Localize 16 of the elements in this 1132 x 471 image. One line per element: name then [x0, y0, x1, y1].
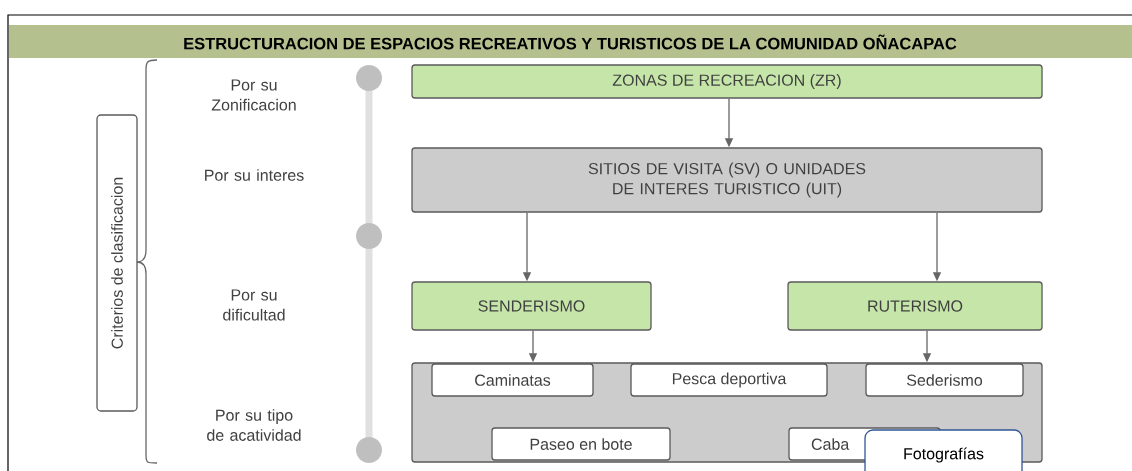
node-label: Caba — [811, 438, 850, 450]
process-box: Caminatas — [431, 363, 594, 397]
process-box: Pesca deportiva — [630, 363, 828, 397]
title-band: ESTRUCTURACION DE ESPACIOS RECREATIVOS Y TURISTICOS DE LA COMUNIDAD OÑACAPAC — [9, 25, 1132, 58]
criterion-label: Por su tipo de acatividad — [207, 409, 301, 441]
process-box: RUTERISMO — [787, 281, 1043, 331]
criterion-label: Por su interes — [205, 169, 304, 181]
process-box: SENDERISMO — [411, 281, 652, 331]
process-box: Sederismo — [865, 363, 1024, 397]
criterion-label: Por su Zonificacion — [211, 79, 296, 111]
criterion-label: Por su dificultad — [223, 289, 285, 321]
category-box: Criterios de clasificacion — [96, 114, 138, 412]
process-box: Paseo en bote — [491, 427, 671, 461]
process-box: SITIOS DE VISITA (SV) O UNIDADES DE INTERES TURISTICO (UIT) — [411, 147, 1043, 213]
process-box: ZONAS DE RECREACION (ZR) — [411, 64, 1043, 99]
photo-box: Fotografías — [864, 429, 1023, 471]
